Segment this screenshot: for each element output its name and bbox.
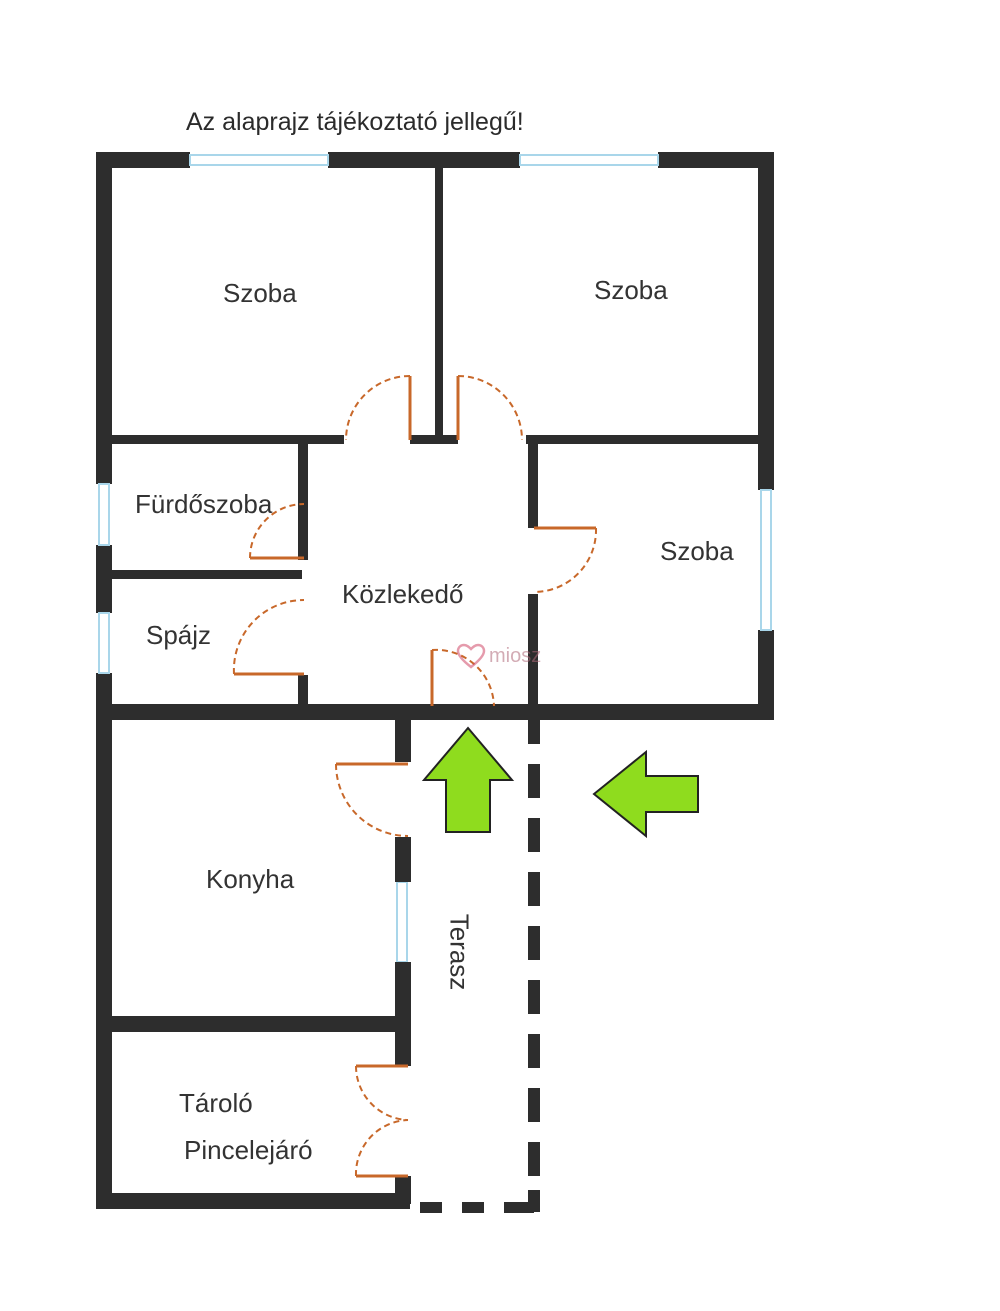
door-tarolo [354,1064,409,1178]
disclaimer-note: Az alaprajz tájékoztató jellegű! [186,108,524,136]
outer-walls [96,152,774,1209]
room-label-furdoszoba: Fürdőszoba [135,489,273,519]
room-label-spajz: Spájz [146,620,212,650]
door-szoba-east [533,526,598,593]
room-label-szoba-top-left: Szoba [223,278,297,308]
door-entrance [430,648,495,707]
left-arrow-icon [592,749,699,839]
door-furdoszoba [249,503,305,560]
door-szoba-left [345,375,412,441]
door-szoba-right [456,375,523,441]
door-spajz [232,598,305,676]
doors [232,375,598,1178]
terrace-outline [420,720,540,1213]
door-konyha [335,762,409,837]
room-label-konyha: Konyha [206,864,295,894]
room-label-terasz: Terasz [444,913,475,991]
watermark-text: miosz [489,644,542,667]
room-label-pincelejaro: Pincelejáró [184,1135,313,1165]
room-label-tarolo: Tároló [179,1088,253,1118]
watermark-logo: miosz [456,642,548,670]
room-label-kozlekedo: Közlekedő [342,579,464,609]
up-arrow-icon [421,726,515,833]
room-label-szoba-top-right: Szoba [594,275,668,305]
interior-walls [104,160,766,1204]
room-label-szoba-right: Szoba [660,536,734,566]
heart-icon [456,643,486,669]
